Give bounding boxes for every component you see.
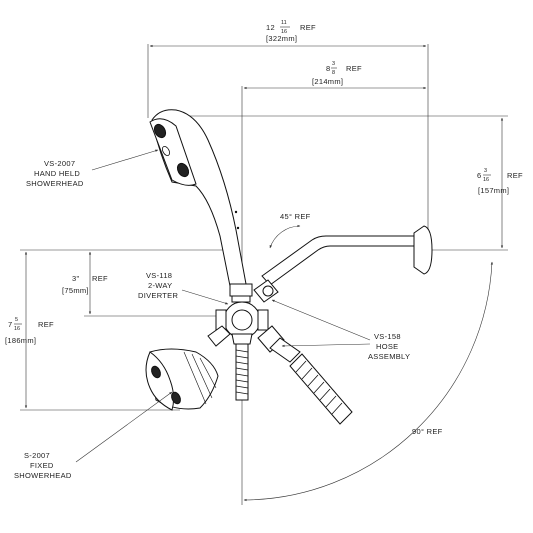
handheld-line3: SHOWERHEAD (26, 179, 84, 188)
arm-height-dimension: 6 3 16 REF [157mm] (190, 115, 523, 251)
fixed-drop-dimension: 7 5 16 REF [186mm] (5, 249, 232, 411)
arm-width-num: 3 (332, 61, 335, 67)
overall-width-ref: REF (300, 23, 316, 32)
fixed-model: S-2007 (24, 451, 50, 460)
arm-width-metric: [214mm] (312, 77, 343, 86)
hose-leader-bottom (281, 343, 371, 348)
shower-arm (261, 225, 433, 286)
overall-width-dimension: 12 11 16 REF [322mm] (147, 20, 429, 240)
diverter-drop-metric: [75mm] (62, 286, 89, 295)
diverter-callout: VS-118 2-WAY DIVERTER (138, 271, 178, 300)
swing-angle-label: 90° REF (412, 427, 443, 436)
handheld-leader (91, 149, 159, 171)
handheld-model: VS-2007 (44, 159, 75, 168)
handheld-showerhead (149, 109, 247, 287)
handheld-callout: VS-2007 HAND HELD SHOWERHEAD (26, 159, 84, 188)
diverter-line2: 2-WAY (148, 281, 172, 290)
arm-width-whole: 8 (326, 64, 330, 73)
fixed-drop-num: 5 (15, 317, 18, 323)
fixed-drop-ref: REF (38, 320, 54, 329)
diverter-leader (181, 289, 229, 305)
overall-width-metric: [322mm] (266, 34, 297, 43)
fixed-line3: SHOWERHEAD (14, 471, 72, 480)
hose-leader-top (271, 299, 371, 341)
diverter-model: VS-118 (146, 271, 172, 280)
arm-height-num: 3 (484, 168, 487, 174)
arm-height-den: 16 (483, 177, 489, 183)
swing-angle-dimension: 90° REF (243, 261, 494, 502)
overall-width-den: 16 (281, 29, 287, 35)
overall-width-num: 11 (281, 20, 287, 26)
arm-angle-dimension: 45° REF (269, 212, 311, 249)
fixed-callout: S-2007 FIXED SHOWERHEAD (14, 451, 72, 480)
arm-height-whole: 6 (477, 171, 481, 180)
hose-model: VS-158 (374, 332, 401, 341)
diverter (215, 279, 279, 339)
arm-angle-label: 45° REF (280, 212, 311, 221)
handheld-line2: HAND HELD (34, 169, 80, 178)
overall-width-whole: 12 (266, 23, 275, 32)
fixed-drop-metric: [186mm] (5, 336, 36, 345)
diverter-drop-value: 3" (72, 274, 79, 283)
fixed-drop-den: 16 (14, 326, 20, 332)
diverter-drop-ref: REF (92, 274, 108, 283)
hose-assembly (231, 325, 353, 425)
arm-width-den: 8 (332, 70, 335, 76)
fixed-line2: FIXED (30, 461, 54, 470)
diverter-line3: DIVERTER (138, 291, 178, 300)
arm-width-ref: REF (346, 64, 362, 73)
hose-line3: ASSEMBLY (368, 352, 410, 361)
fixed-leader (75, 391, 173, 463)
hose-line2: HOSE (376, 342, 398, 351)
arm-height-ref: REF (507, 171, 523, 180)
fixed-drop-whole: 7 (8, 320, 12, 329)
diverter-drop-dimension: 3" REF [75mm] (62, 251, 222, 317)
arm-height-metric: [157mm] (478, 186, 509, 195)
fixed-showerhead (145, 325, 231, 411)
hose-callout: VS-158 HOSE ASSEMBLY (368, 332, 410, 361)
